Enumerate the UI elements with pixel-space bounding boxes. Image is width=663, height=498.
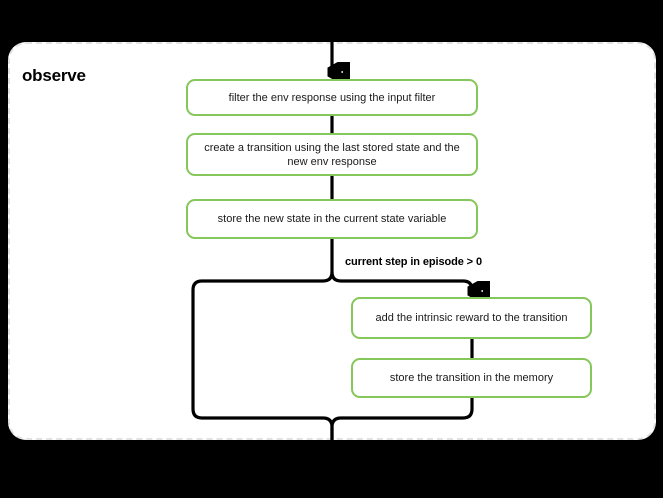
node-label: store the new state in the current state… — [217, 213, 447, 225]
node-label: filter the env response using the input … — [228, 91, 436, 104]
group-title: observe — [22, 66, 86, 85]
node-label: add the intrinsic reward to the transiti… — [375, 312, 568, 324]
edge-condition-label: current step in episode > 0 — [345, 256, 482, 268]
node-store-transition-memory[interactable]: store the transition in the memory — [351, 358, 592, 398]
node-label: store the transition in the memory — [389, 372, 554, 384]
node-filter-env-response[interactable]: filter the env response using the input … — [186, 79, 478, 116]
node-create-transition[interactable]: create a transition using the last store… — [186, 133, 478, 176]
node-add-intrinsic-reward[interactable]: add the intrinsic reward to the transiti… — [351, 297, 592, 339]
node-label: create a transition using the last store… — [204, 141, 460, 168]
node-store-new-state[interactable]: store the new state in the current state… — [186, 199, 478, 239]
